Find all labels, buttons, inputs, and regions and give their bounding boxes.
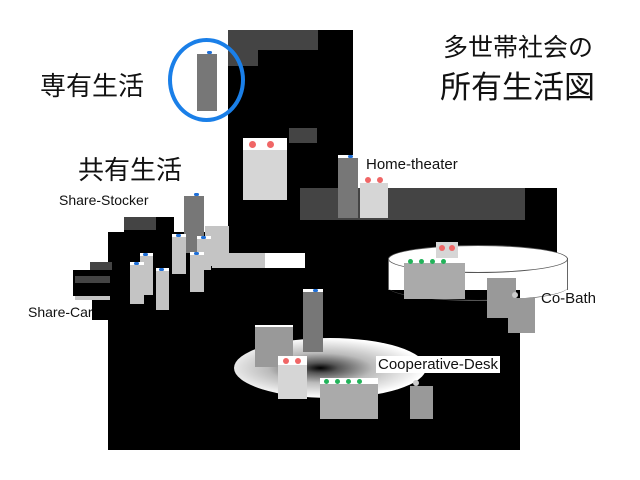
home-theater-label: Home-theater <box>366 156 458 173</box>
coop-small-unit[interactable] <box>410 386 433 419</box>
coop-dot <box>413 380 419 386</box>
cooperative-label: Cooperative-Desk <box>376 356 501 373</box>
coop-tower[interactable] <box>303 289 323 352</box>
co-bath-unit-2[interactable] <box>508 298 535 333</box>
private-unit[interactable] <box>197 51 217 111</box>
shared-life-label: 共有生活 <box>78 156 183 186</box>
highlight-circle <box>168 38 245 122</box>
share-car-label: Share-Car <box>28 304 93 320</box>
title-line2: 所有生活図 <box>440 70 595 106</box>
private-life-label: 専有生活 <box>40 72 145 102</box>
stocker-bar[interactable] <box>130 262 144 304</box>
theater-unit[interactable] <box>360 177 388 218</box>
floor-strip-white <box>265 253 305 268</box>
bath-unit[interactable] <box>404 258 465 299</box>
roof-notch <box>258 50 318 66</box>
co-bath-dot <box>512 292 518 298</box>
coop-bed-unit[interactable] <box>278 356 307 399</box>
floor-slab <box>289 128 317 143</box>
stair-slab-2 <box>75 276 110 283</box>
stocker-bar[interactable] <box>190 252 204 292</box>
wing-slab <box>300 188 525 220</box>
coop-table-unit[interactable] <box>320 378 378 419</box>
stair-block <box>73 270 113 296</box>
stocker-bar[interactable] <box>172 234 186 274</box>
share-stocker-label: Share-Stocker <box>59 192 149 208</box>
bed-unit[interactable] <box>243 138 287 200</box>
left-slab <box>124 217 156 230</box>
car-mask <box>92 300 110 320</box>
title-line1: 多世帯社会の <box>443 33 594 62</box>
co-bath-label: Co-Bath <box>541 290 597 307</box>
stocker-bar[interactable] <box>156 268 169 310</box>
theater-tower[interactable] <box>338 155 358 218</box>
bath-top-unit[interactable] <box>436 242 458 258</box>
bath-disk-bottom <box>388 273 568 301</box>
stair-slab-1 <box>90 262 112 270</box>
car-floor <box>75 296 110 300</box>
